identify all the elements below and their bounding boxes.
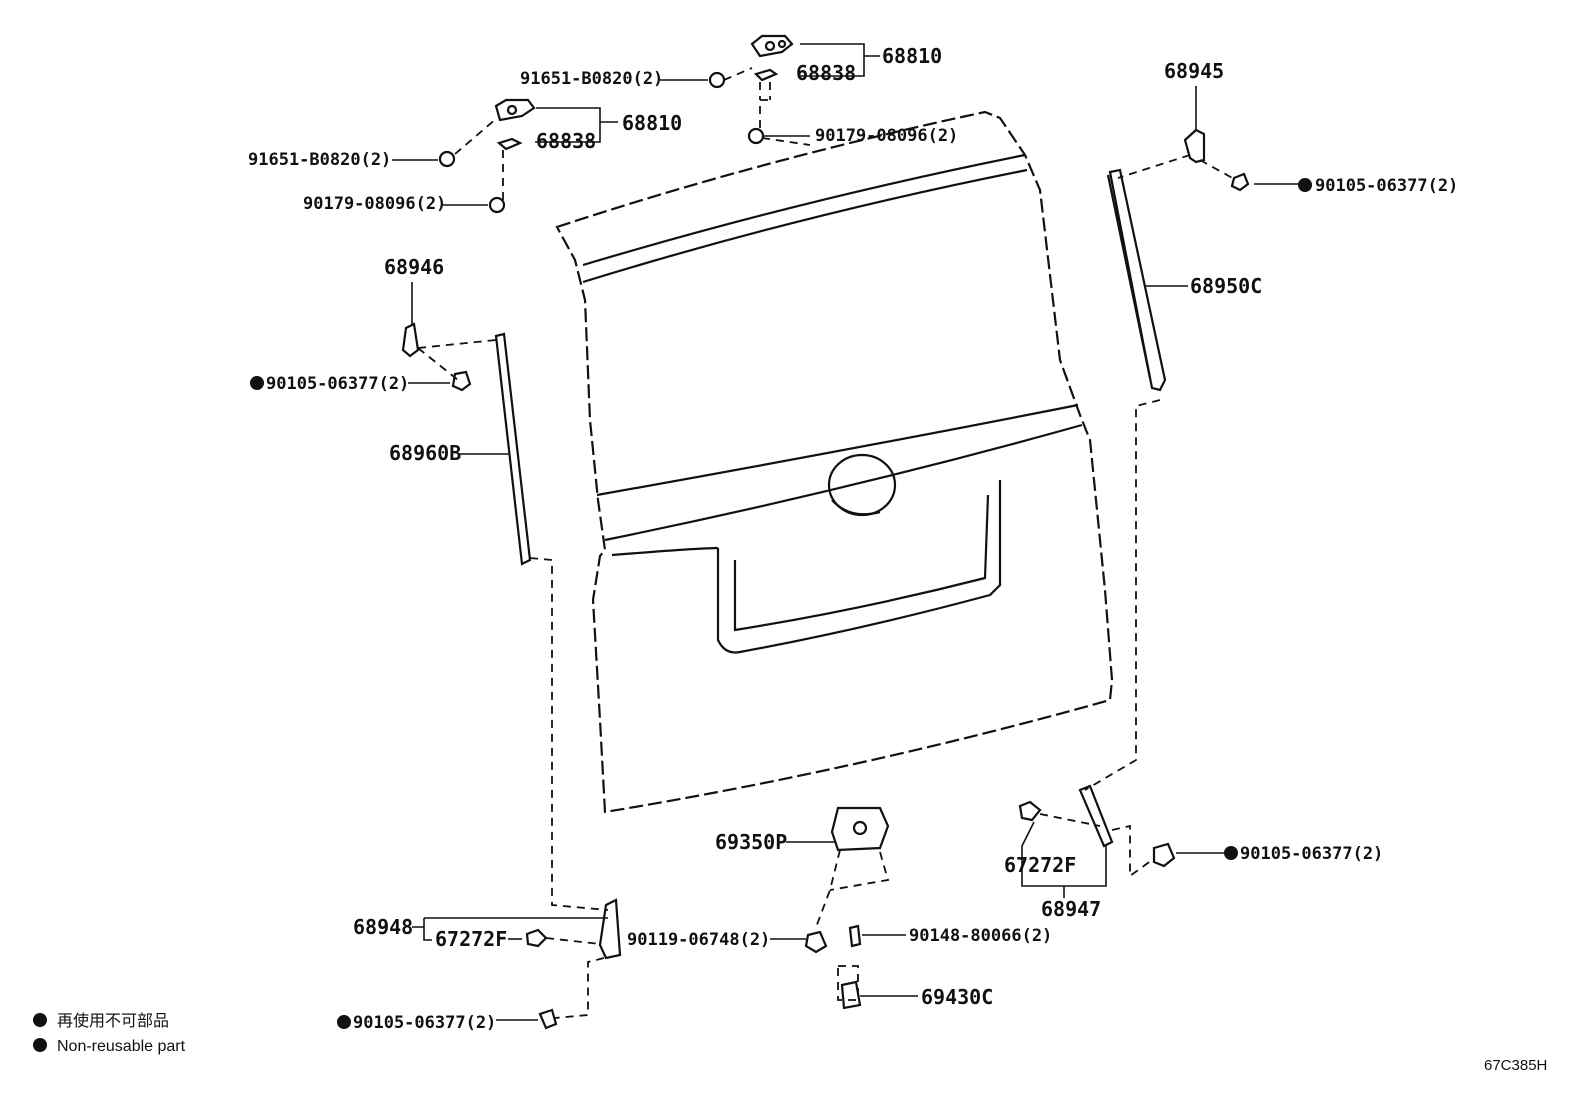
diagram-code: 67C385H xyxy=(1484,1057,1547,1074)
back-door-panel xyxy=(555,110,1114,814)
label-91651-lower: 91651-B0820(2) xyxy=(248,150,391,170)
label-68960b: 68960B xyxy=(389,441,461,465)
legend: 再使用不可部品 Non-reusable part xyxy=(33,1012,186,1055)
non-reusable-dot-bl xyxy=(337,1015,351,1029)
label-90105-bottom-right: 90105-06377(2) xyxy=(1240,844,1383,864)
label-90105-mid-left: 90105-06377(2) xyxy=(266,374,409,394)
label-67272f-left: 67272F xyxy=(435,927,507,951)
bracket-68947 xyxy=(1018,784,1176,878)
legend-dot-2 xyxy=(33,1038,47,1052)
bracket-68948 xyxy=(525,898,622,1030)
label-90119: 90119-06748(2) xyxy=(627,930,770,950)
label-68838-lower: 68838 xyxy=(536,129,596,153)
label-90179-upper: 90179-08096(2) xyxy=(815,126,958,146)
non-reusable-dot-tr xyxy=(1298,178,1312,192)
label-90148: 90148-80066(2) xyxy=(909,926,1052,946)
non-reusable-dot-br xyxy=(1224,846,1238,860)
label-68945: 68945 xyxy=(1164,59,1224,83)
label-68810-lower: 68810 xyxy=(622,111,682,135)
strut-68960b xyxy=(401,322,609,911)
label-69430c: 69430C xyxy=(921,985,993,1009)
non-reusable-dot-ml xyxy=(250,376,264,390)
label-68838-upper: 68838 xyxy=(796,61,856,85)
hinge-68810-upper xyxy=(708,34,811,146)
leader-lines xyxy=(392,43,1300,1021)
label-90105-bottom-left: 90105-06377(2) xyxy=(353,1013,496,1033)
strut-68950c xyxy=(1084,128,1250,791)
label-68948: 68948 xyxy=(353,915,413,939)
label-68810-upper: 68810 xyxy=(882,44,942,68)
label-69350p: 69350P xyxy=(715,830,787,854)
label-68946: 68946 xyxy=(384,255,444,279)
label-68950c: 68950C xyxy=(1190,274,1262,298)
label-90105-top-right: 90105-06377(2) xyxy=(1315,176,1458,196)
latch-69350p xyxy=(804,806,890,1010)
label-90179-lower: 90179-08096(2) xyxy=(303,194,446,214)
label-67272f-right: 67272F xyxy=(1004,853,1076,877)
label-68947: 68947 xyxy=(1041,897,1101,921)
label-91651-upper: 91651-B0820(2) xyxy=(520,69,663,89)
legend-item-en: Non-reusable part xyxy=(57,1038,186,1055)
legend-dot-1 xyxy=(33,1013,47,1027)
legend-item-jp: 再使用不可部品 xyxy=(57,1012,169,1030)
hinge-68810-lower xyxy=(438,98,536,214)
